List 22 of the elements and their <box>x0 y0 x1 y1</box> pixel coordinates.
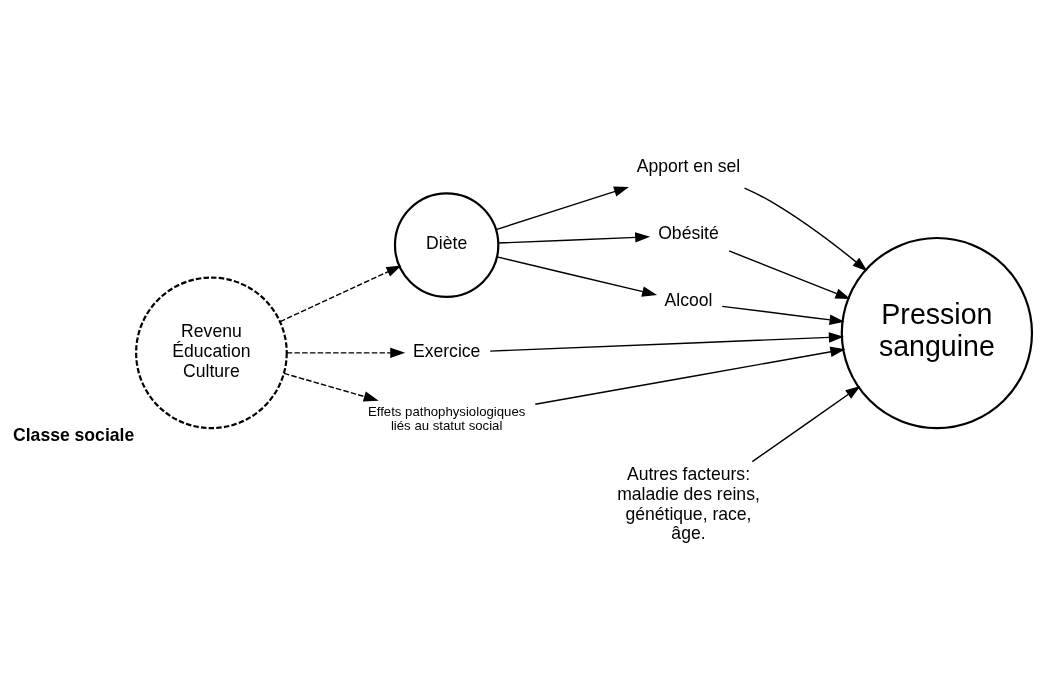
arrow <box>279 265 402 323</box>
arrow <box>721 305 845 325</box>
arrow <box>497 232 651 244</box>
arrow <box>496 256 658 297</box>
node-text: Alcool <box>664 290 713 311</box>
node-text: Exercice <box>412 341 481 362</box>
node-label: Classe sociale <box>13 425 135 446</box>
arrow <box>534 346 846 406</box>
node-text: Effets pathophysiologiques liés au statut social <box>367 404 526 434</box>
arrow <box>751 385 861 463</box>
arrow <box>286 347 406 359</box>
node-text: Autres facteurs: maladie des reins, génétique, race, âge. <box>617 464 760 544</box>
node-text: Apport en sel <box>636 156 741 177</box>
node-circle: Revenu Éducation Culture <box>135 276 288 430</box>
arrow <box>495 186 629 231</box>
node-circle: Diète <box>393 192 500 298</box>
node-circle: Pression sanguine <box>840 236 1034 430</box>
arrow <box>728 250 851 300</box>
arrow <box>489 332 844 352</box>
node-text: Obésité <box>658 223 719 244</box>
arrow <box>743 187 868 272</box>
arrow <box>283 372 379 402</box>
